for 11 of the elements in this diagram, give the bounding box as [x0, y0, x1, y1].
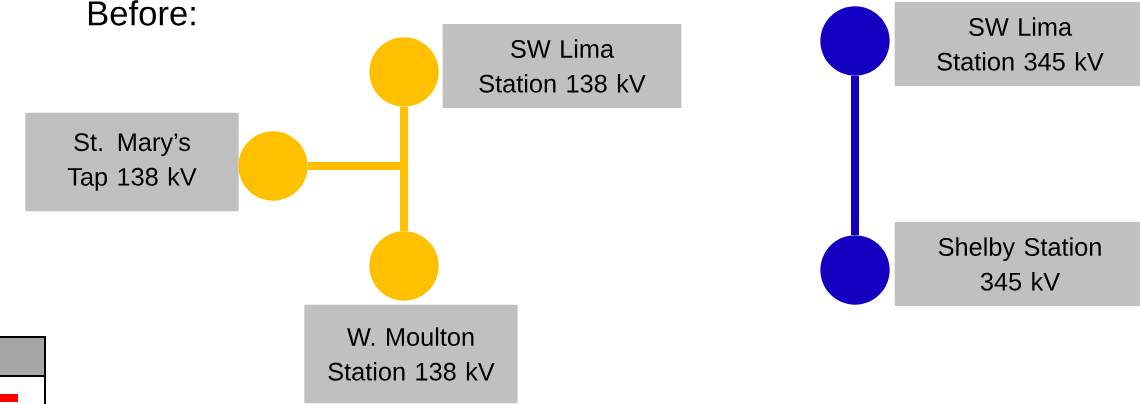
station-label-box: SW Lima Station 138 kV — [442, 24, 682, 108]
bus-dot — [369, 37, 439, 107]
slide-heading: Before: — [88, 0, 195, 26]
bus-dot — [238, 131, 308, 201]
station-label-box: Shelby Station 345 kV — [894, 222, 1140, 306]
bus-dot — [820, 235, 890, 305]
station-label-box: W. Moulton Station 138 kV — [304, 304, 518, 404]
station-label-box: SW Lima Station 345 kV — [894, 2, 1140, 86]
station-label-box: St. Mary’s Tap 138 kV — [25, 112, 239, 212]
bus-dot — [820, 6, 890, 76]
bus-dot — [369, 231, 439, 301]
